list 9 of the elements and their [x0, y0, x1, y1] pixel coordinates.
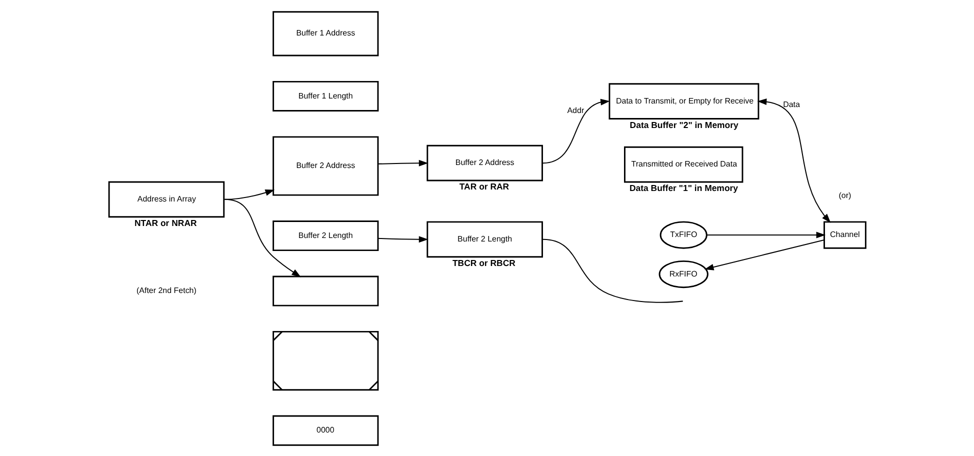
node-label: Data Buffer "1" in Memory: [629, 182, 738, 193]
edge-label: Addr: [567, 105, 584, 114]
node-label: NTAR or NRAR: [134, 218, 197, 228]
label: (or): [838, 190, 852, 200]
node-label: Data Buffer "2" in Memory: [630, 119, 738, 130]
node-label: TBCR or RBCR: [452, 258, 516, 268]
node-label: TAR or RAR: [459, 181, 510, 192]
edge-label: Data: [783, 99, 800, 108]
label: (After 2nd Fetch): [136, 286, 196, 295]
